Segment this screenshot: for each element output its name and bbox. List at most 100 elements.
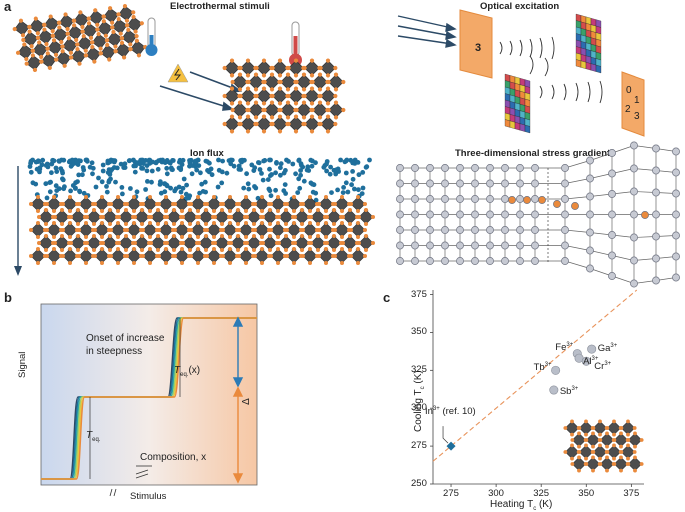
- lattice-node: [586, 210, 594, 219]
- ion-dot: [164, 171, 170, 177]
- ion-dot: [367, 157, 372, 163]
- ion-dot: [181, 176, 187, 182]
- lattice-node: [672, 210, 680, 219]
- lattice-node: [630, 141, 638, 150]
- ion-dot: [135, 160, 141, 166]
- ion-dot: [69, 157, 75, 163]
- ion-dot: [134, 189, 140, 195]
- pixel-panel-2: [504, 73, 531, 134]
- lattice-octahedron: [302, 86, 322, 106]
- ion-dot: [356, 187, 361, 193]
- ion-lattice-octahedron: [45, 195, 63, 213]
- lattice-node: [501, 241, 509, 250]
- ion-dot: [60, 170, 65, 176]
- lattice-octahedron: [318, 86, 338, 106]
- lattice-node: [426, 195, 434, 203]
- lattice-node: [652, 210, 660, 219]
- ion-dot: [37, 169, 42, 175]
- lattice-node: [516, 179, 524, 188]
- ion-dot: [126, 158, 132, 164]
- ion-dot: [356, 172, 362, 178]
- ion-dot: [162, 189, 168, 195]
- tilted-octahedron: [95, 19, 115, 38]
- lattice-node: [523, 196, 531, 204]
- ion-dot: [179, 162, 185, 168]
- ion-dot: [187, 160, 193, 166]
- lattice-node: [411, 241, 419, 250]
- ion-dot: [53, 165, 59, 171]
- lattice-octahedron: [318, 58, 338, 78]
- ion-lattice-octahedron: [61, 221, 79, 239]
- ion-lattice-octahedron: [109, 247, 127, 265]
- ion-dot: [363, 164, 369, 170]
- lattice-node: [471, 257, 479, 265]
- ion-dot: [260, 177, 266, 183]
- ion-dot: [28, 158, 34, 164]
- ion-dot: [119, 185, 125, 190]
- lattice-node: [471, 241, 479, 250]
- lattice-node: [531, 164, 539, 172]
- ion-dot: [209, 172, 215, 178]
- lattice-node: [456, 195, 464, 203]
- lattice-node: [531, 241, 539, 250]
- ion-dot: [203, 158, 209, 164]
- lattice-node: [501, 164, 509, 172]
- lattice-node: [396, 257, 404, 265]
- ion-dot: [290, 161, 296, 167]
- ion-dot: [178, 167, 184, 173]
- lattice-node: [471, 164, 479, 172]
- lattice-node: [531, 210, 539, 219]
- ion-lattice-octahedron: [221, 221, 239, 239]
- ion-lattice-octahedron: [349, 195, 367, 213]
- lattice-octahedron: [246, 72, 266, 92]
- lattice-node: [531, 257, 539, 265]
- ion-dot: [99, 179, 105, 185]
- ion-lattice-octahedron: [285, 195, 303, 213]
- optical-screen-1: [459, 9, 493, 79]
- lattice-node: [561, 195, 569, 203]
- ion-lattice-octahedron: [133, 208, 151, 226]
- lattice-node: [561, 226, 569, 234]
- lattice-node: [630, 187, 638, 196]
- ion-lattice-octahedron: [37, 234, 55, 252]
- ion-dot: [327, 171, 333, 177]
- ion-dot: [321, 164, 327, 170]
- lattice-node: [630, 279, 638, 288]
- ion-dot: [76, 172, 82, 178]
- ion-dot: [359, 191, 365, 197]
- ion-lattice-octahedron: [149, 234, 167, 252]
- ion-dot: [297, 185, 303, 191]
- lattice-node: [561, 164, 569, 172]
- ion-dot: [360, 170, 366, 175]
- inset-octahedron: [598, 455, 616, 473]
- electric-warning-icon: [167, 63, 189, 83]
- ion-dot: [301, 178, 307, 184]
- lattice-node: [516, 164, 524, 172]
- ion-dot: [80, 165, 86, 170]
- ion-dot: [199, 181, 205, 187]
- ion-lattice-octahedron: [261, 234, 279, 252]
- lattice-node: [561, 241, 569, 250]
- composition-label: Composition, x: [140, 452, 207, 463]
- lattice-node: [441, 210, 449, 219]
- lattice-node: [471, 195, 479, 203]
- ion-dot: [338, 157, 343, 163]
- ion-lattice-octahedron: [357, 208, 375, 226]
- lattice-node: [441, 179, 449, 188]
- lattice-octahedron: [270, 114, 290, 134]
- tilted-octahedron: [15, 42, 35, 62]
- ion-dot: [49, 170, 54, 176]
- lattice-node: [456, 164, 464, 172]
- ion-dot: [278, 165, 283, 171]
- ion-dot: [164, 165, 170, 171]
- lattice-octahedron: [262, 100, 282, 120]
- lattice-node: [486, 257, 494, 265]
- lattice-node: [471, 226, 479, 234]
- ion-dot: [265, 177, 271, 183]
- screen2-digit-0: 0: [626, 85, 632, 96]
- lattice-node: [396, 226, 404, 234]
- point-label-Sb: Sb3+: [559, 386, 579, 398]
- y-tick-label: 375: [411, 288, 427, 300]
